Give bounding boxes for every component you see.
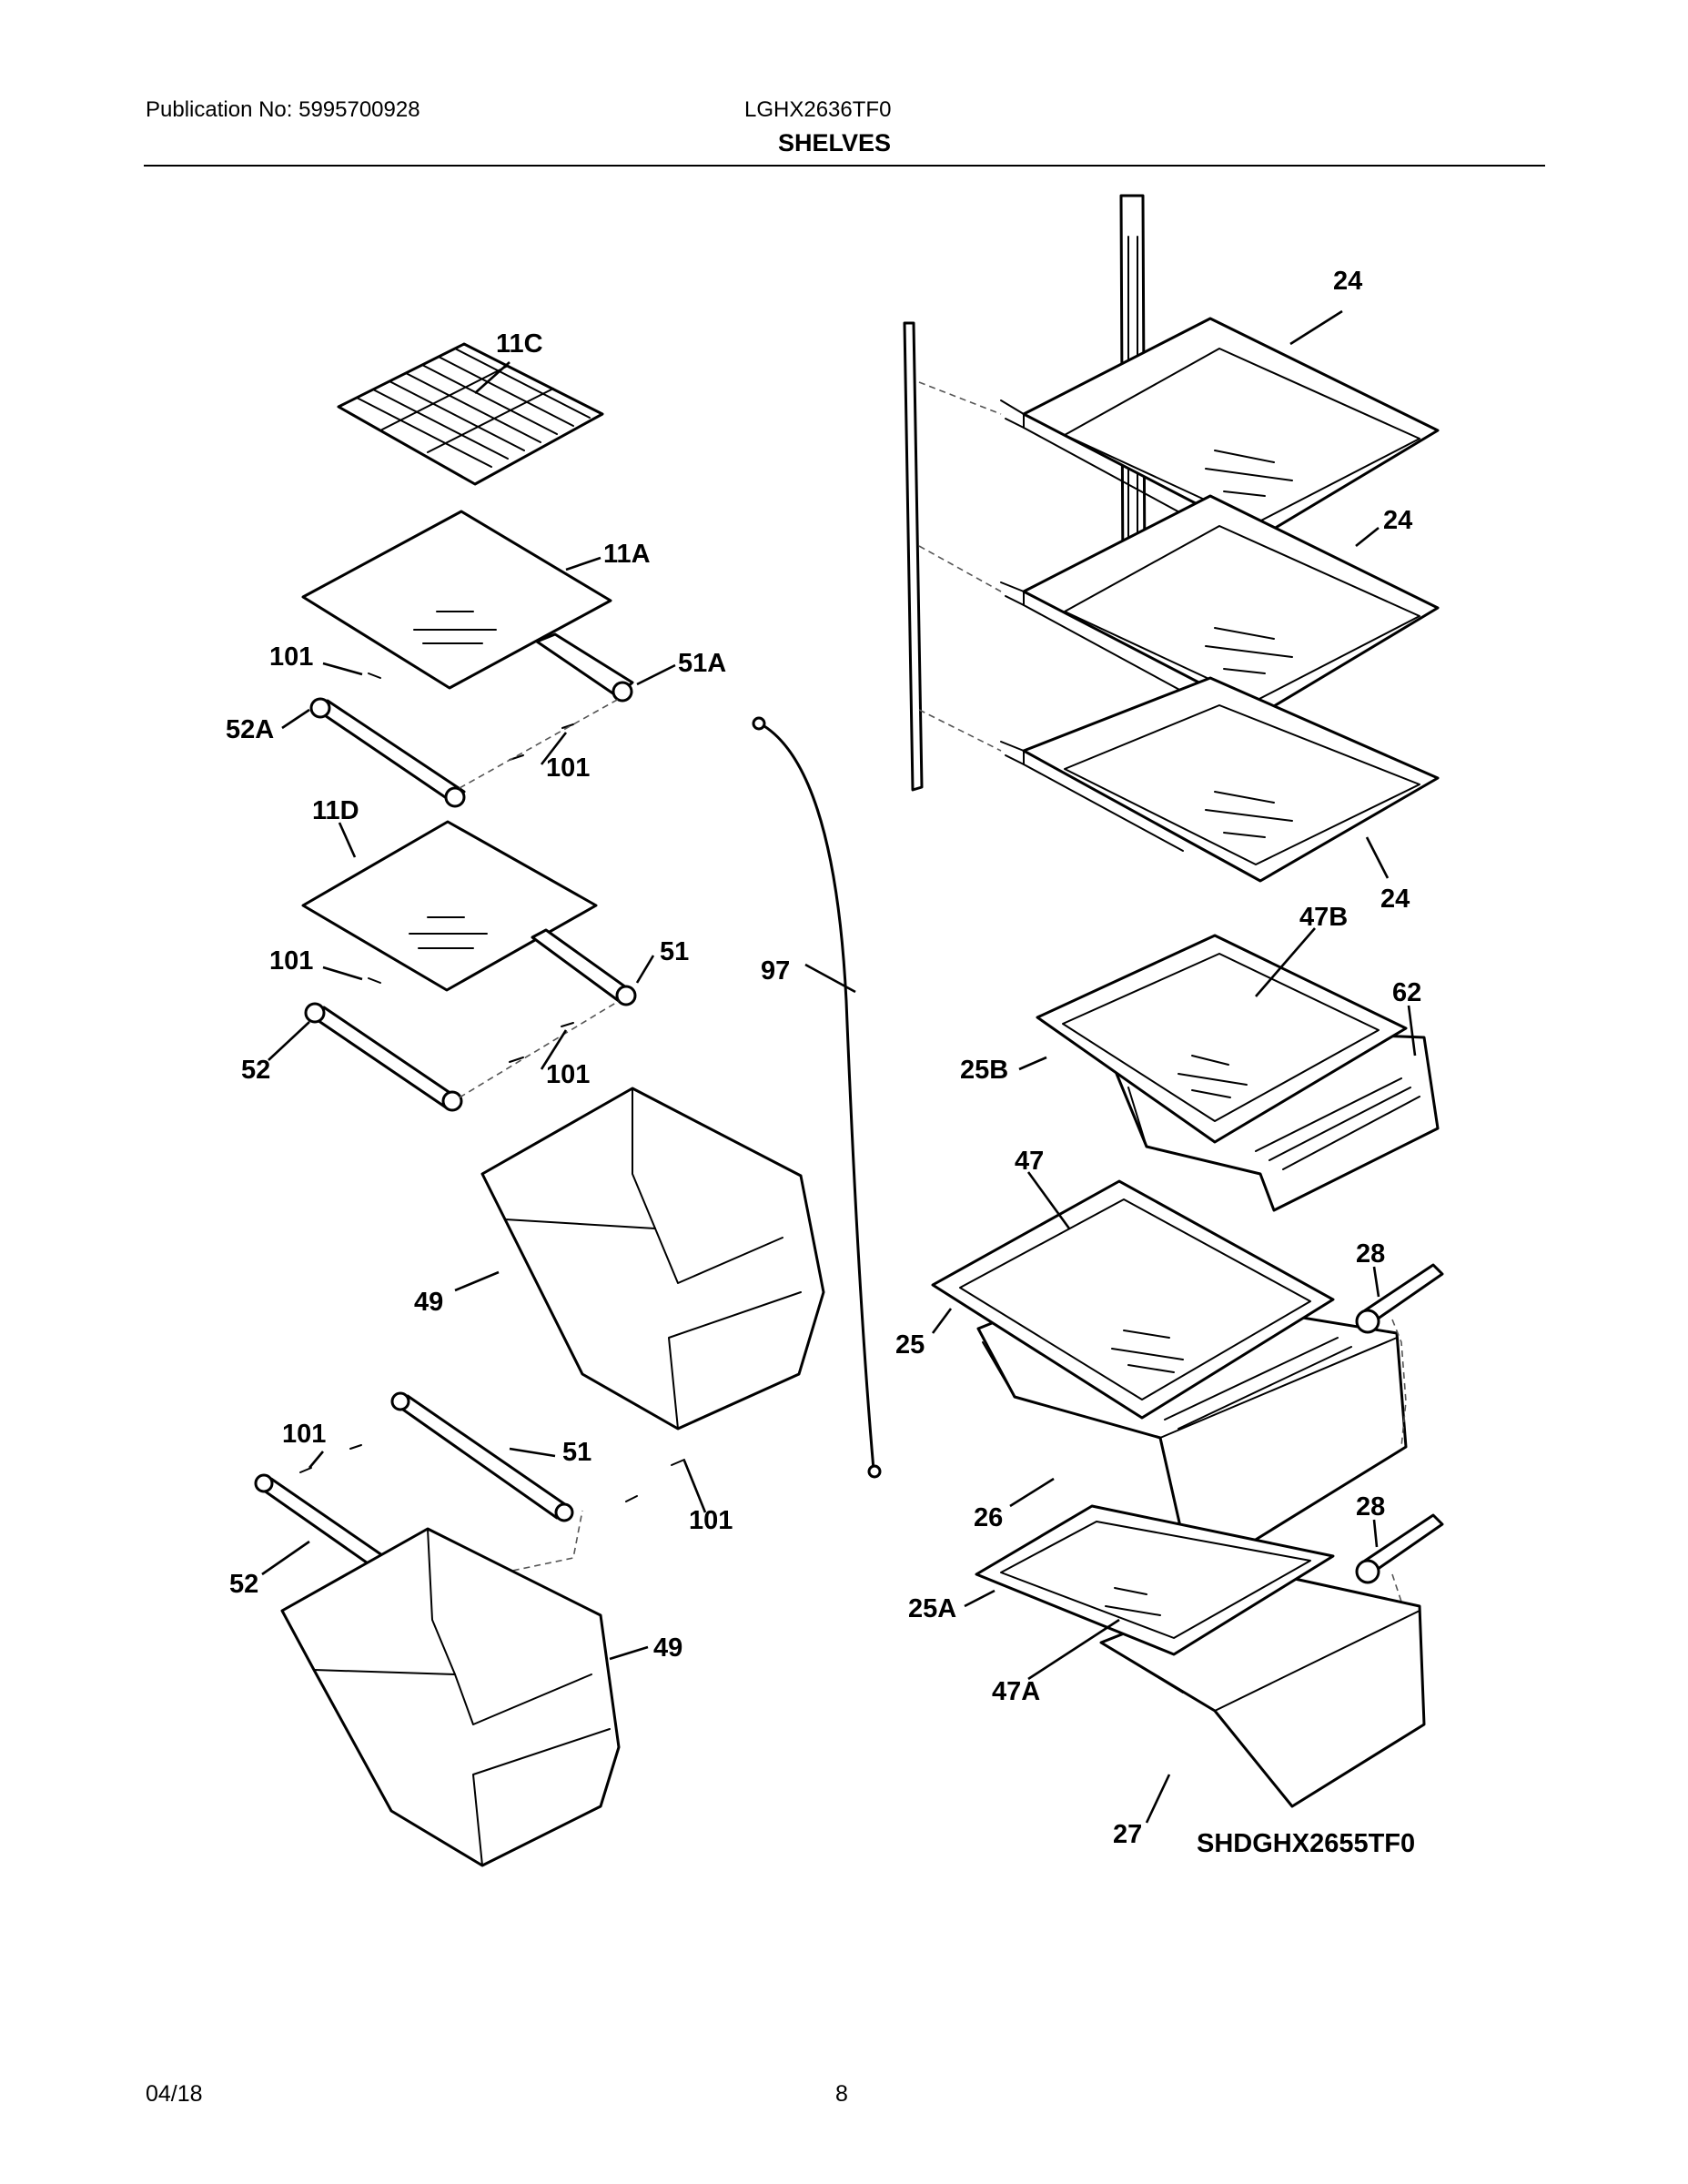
callout-11c: 11C (496, 329, 543, 359)
callout-47a: 47A (992, 1677, 1040, 1706)
callout-101: 101 (689, 1506, 733, 1535)
screws-101-middle (368, 977, 574, 1063)
publication-number: Publication No: 5995700928 (146, 97, 420, 122)
callout-62: 62 (1392, 978, 1421, 1007)
callout-52: 52 (241, 1056, 270, 1085)
bracket-28-lower (1355, 1513, 1444, 1584)
callout-24: 24 (1383, 506, 1412, 535)
glass-shelf-11a (301, 510, 612, 690)
publication-date: 04/18 (146, 2081, 203, 2107)
callout-52a: 52A (226, 715, 274, 744)
callout-101: 101 (546, 1060, 590, 1089)
callout-28: 28 (1356, 1239, 1385, 1269)
model-number: LGHX2636TF0 (744, 97, 892, 122)
callout-51a: 51A (678, 649, 726, 678)
callout-47b: 47B (1299, 903, 1348, 932)
rail-51-lower (390, 1391, 574, 1522)
callout-11a: 11A (603, 540, 651, 569)
header-rule (144, 165, 1545, 167)
rail-52a (309, 697, 466, 808)
callout-24: 24 (1380, 885, 1410, 914)
rail-52 (304, 1002, 463, 1112)
callout-25b: 25B (960, 1056, 1008, 1085)
page-number: 8 (835, 2081, 848, 2107)
leader-lines (261, 309, 1417, 1824)
trim-strip (903, 321, 924, 792)
rail-51 (531, 928, 637, 1006)
page-title: SHELVES (778, 129, 892, 157)
callout-49: 49 (414, 1288, 443, 1317)
cover-47 (931, 1179, 1335, 1420)
callout-52: 52 (229, 1570, 258, 1599)
callout-101: 101 (269, 642, 313, 672)
tube-97 (752, 716, 882, 1479)
callout-101: 101 (269, 946, 313, 976)
callout-27: 27 (1113, 1820, 1142, 1849)
screws-101-lower (299, 1444, 685, 1502)
shelf-24-middle (1000, 494, 1440, 716)
callout-labels: 11C 11A 101 51A 52A 101 11D 101 51 52 10… (226, 267, 1421, 1858)
callout-26: 26 (974, 1503, 1003, 1532)
rail-51a (535, 632, 634, 703)
callout-28: 28 (1356, 1492, 1385, 1522)
diagram-id: SHDGHX2655TF0 (1197, 1829, 1415, 1858)
callout-24: 24 (1333, 267, 1362, 296)
bin-49-lower (280, 1527, 621, 1867)
cover-47b (1036, 934, 1408, 1144)
shelf-24-bottom (1000, 676, 1440, 883)
callout-25a: 25A (908, 1594, 956, 1623)
bin-49-upper (480, 1087, 825, 1431)
callout-49: 49 (653, 1633, 682, 1663)
shelf-24-top (1000, 317, 1440, 539)
callout-101: 101 (282, 1420, 326, 1449)
callout-51: 51 (562, 1438, 591, 1467)
bracket-28-upper (1355, 1263, 1444, 1334)
callout-51: 51 (660, 937, 689, 966)
callout-25: 25 (895, 1330, 925, 1360)
callout-11d: 11D (312, 796, 359, 825)
callout-101: 101 (546, 753, 590, 783)
callout-97: 97 (761, 956, 790, 986)
callout-47: 47 (1015, 1147, 1044, 1176)
wire-rack-11c (337, 342, 604, 486)
glass-shelf-11d (301, 820, 598, 992)
